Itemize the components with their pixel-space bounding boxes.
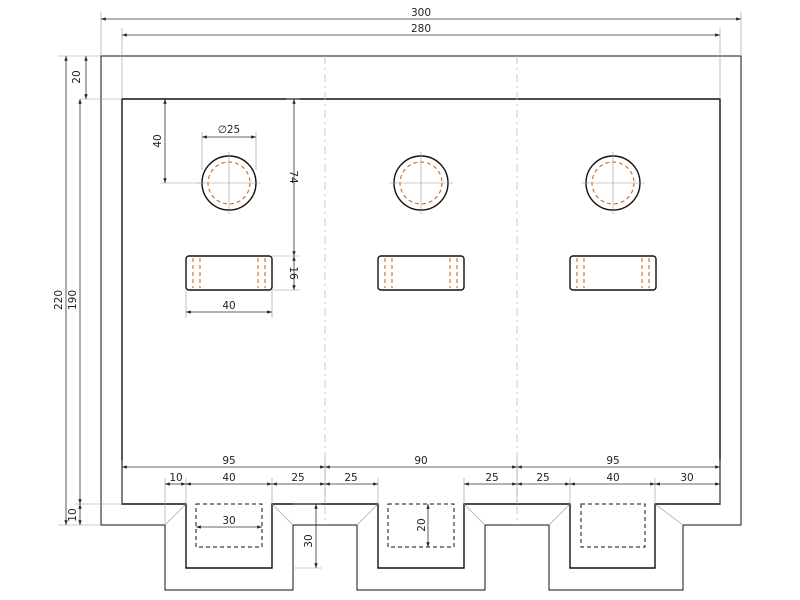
dim-tab-segments: 10 40 25 25 25 25 40 30 (164, 472, 720, 525)
dim-cutout-height: 20 (416, 504, 430, 547)
dim-hole-offset: 40 (152, 99, 200, 184)
dim-label-95-right: 95 (606, 455, 619, 467)
dim-label-300: 300 (411, 7, 431, 19)
dim-label-25-a: 25 (291, 472, 304, 484)
slot-2 (377, 255, 465, 291)
dim-overall-width: 300 (100, 7, 742, 56)
dim-label-10: 10 (67, 508, 79, 521)
dim-label-30-depth: 30 (303, 534, 315, 547)
hole-1 (197, 152, 261, 214)
dim-label-25-c: 25 (485, 472, 498, 484)
dim-label-40-vertical: 40 (152, 134, 164, 147)
slot-3 (569, 255, 657, 291)
dim-hole-diameter: ∅25 (201, 124, 257, 170)
inner-panel-outline (121, 98, 721, 569)
outer-board-outline (100, 55, 742, 591)
dim-label-190: 190 (67, 290, 79, 310)
dim-hole-to-slot: 74 (272, 98, 300, 257)
dim-label-20: 20 (71, 70, 83, 83)
dim-label-280: 280 (411, 23, 431, 35)
dim-label-diameter-25: ∅25 (218, 124, 241, 136)
dim-label-25-b: 25 (344, 472, 357, 484)
dim-top-margin: 20 (58, 55, 122, 100)
dim-label-74: 74 (287, 170, 299, 184)
tab-cutout-3 (580, 503, 646, 548)
dim-overall-height: 220 (53, 56, 101, 526)
dim-label-90: 90 (414, 455, 427, 467)
dim-label-30-cutout: 30 (222, 515, 235, 527)
tab-cutout-2 (387, 503, 455, 548)
hole-2 (389, 152, 453, 214)
dim-label-40-tab-left: 40 (222, 472, 235, 484)
dim-label-25-d: 25 (536, 472, 549, 484)
dim-sections: 95 90 95 (121, 455, 721, 504)
dim-label-10-bottom: 10 (169, 472, 182, 484)
section-fold-lines (324, 56, 518, 525)
tab-chamfer-lines (164, 503, 684, 526)
dim-label-220: 220 (53, 290, 65, 310)
dim-label-30-right: 30 (680, 472, 693, 484)
dim-tab-depth: 30 (293, 503, 322, 569)
dim-label-40-tab-right: 40 (606, 472, 619, 484)
dim-cutout-width: 30 (196, 515, 262, 529)
dim-label-20-cutout: 20 (416, 518, 428, 531)
dim-label-16: 16 (287, 266, 299, 280)
dim-bottom-margin: 10 (67, 504, 82, 525)
dim-inner-height: 190 (67, 99, 122, 505)
dim-label-40-slot: 40 (222, 300, 235, 312)
dim-slot-width: 40 (185, 290, 273, 318)
dim-slot-height: 16 (272, 256, 300, 291)
slot-1 (185, 255, 273, 291)
hole-3 (581, 152, 645, 214)
dim-inner-width: 280 (121, 23, 721, 99)
dim-label-95-left: 95 (222, 455, 235, 467)
